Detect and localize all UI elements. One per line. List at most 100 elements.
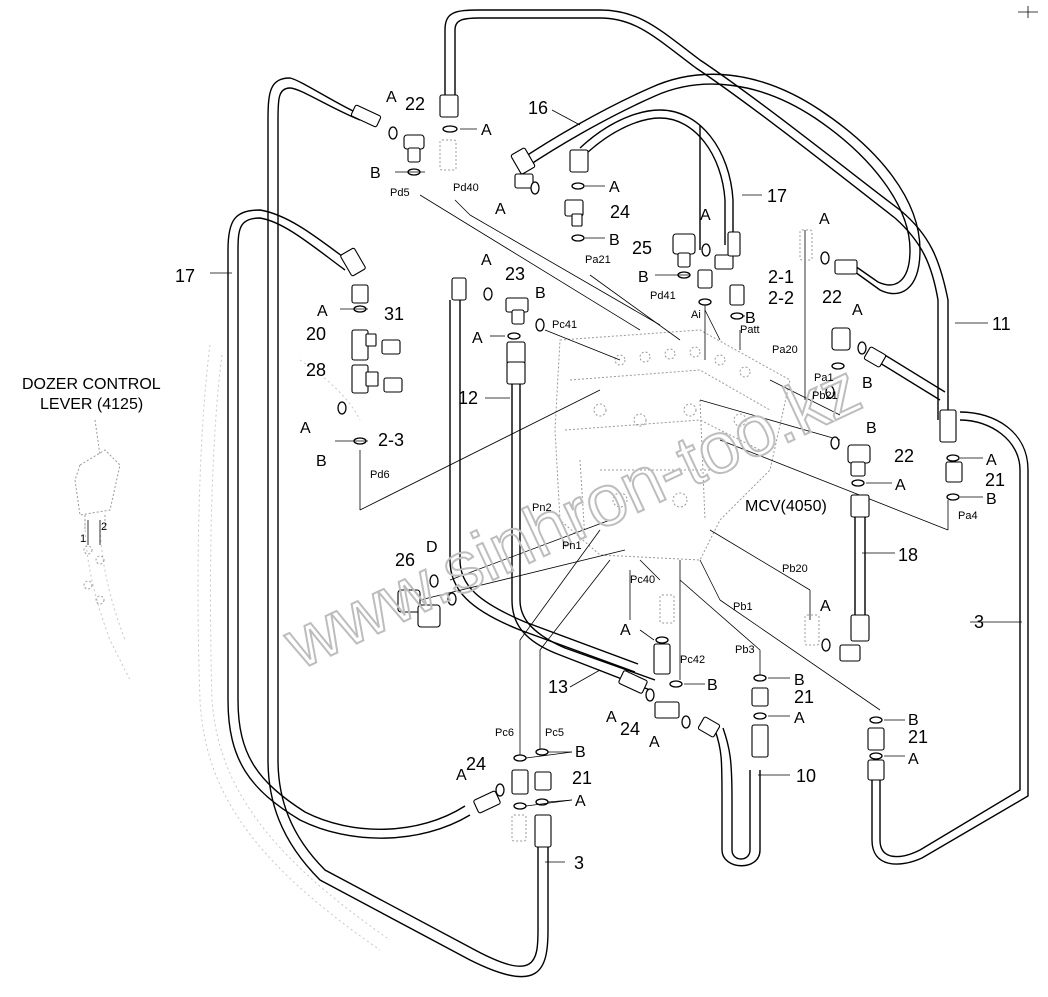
port-labels: Pd5 Pd40 Pa21 Pd41 Pc41 Ai Patt Pa20 Pa1… xyxy=(370,182,978,739)
letter-a-10: A xyxy=(852,302,863,319)
letter-a-9: A xyxy=(472,330,483,347)
part-11: 11 xyxy=(992,314,1011,334)
letter-b-5: B xyxy=(745,310,756,327)
part-18: 18 xyxy=(898,545,918,565)
part-21-mid: 21 xyxy=(794,687,814,707)
port-pb1: Pb1 xyxy=(733,601,753,613)
letter-b-1: B xyxy=(370,165,381,182)
letter-callouts: A A B A A B A A B A B A A A B B A B B A … xyxy=(300,89,997,810)
watermark: www.sinhron-too.kz xyxy=(272,348,872,685)
letter-d: D xyxy=(426,539,438,556)
letter-a-1: A xyxy=(386,89,397,106)
mcv-block xyxy=(554,329,791,561)
letter-b-9: B xyxy=(986,491,997,508)
part-10: 10 xyxy=(796,766,816,786)
letter-a-7: A xyxy=(481,252,492,269)
port-pb21: Pb21 xyxy=(812,390,838,402)
port-pd41: Pd41 xyxy=(650,290,676,302)
part-2-2: 2-2 xyxy=(768,288,794,308)
lever-port-1: 1 xyxy=(80,533,86,545)
part-12: 12 xyxy=(458,388,478,408)
part-28: 28 xyxy=(306,360,326,380)
letter-b-3: B xyxy=(638,269,649,286)
part-26: 26 xyxy=(395,550,415,570)
part-24-top: 24 xyxy=(610,202,630,222)
letter-b-6: B xyxy=(862,375,873,392)
letter-b-7: B xyxy=(316,453,327,470)
part-22-top: 22 xyxy=(405,94,425,114)
letter-a-3: A xyxy=(609,179,620,196)
part-numbers: 22 16 17 24 25 2-1 2-2 23 17 31 20 28 2-… xyxy=(175,94,1011,873)
background-hoses xyxy=(84,344,391,951)
hoses xyxy=(227,9,1029,978)
part-31: 31 xyxy=(384,304,404,324)
port-pb3: Pb3 xyxy=(735,644,755,656)
letter-b-8: B xyxy=(866,420,877,437)
part-17-right: 17 xyxy=(767,186,787,206)
part-24-mid: 24 xyxy=(620,719,640,739)
letter-a-16: A xyxy=(794,710,805,727)
letter-a-13: A xyxy=(986,452,997,469)
part-13: 13 xyxy=(548,677,568,697)
part-22-lower: 22 xyxy=(894,446,914,466)
dozer-lever-title-line1: DOZER CONTROL xyxy=(22,376,161,393)
letter-a-14: A xyxy=(820,598,831,615)
part-2-3: 2-3 xyxy=(378,430,404,450)
letter-a-18: A xyxy=(649,734,660,751)
letter-b-12: B xyxy=(908,712,919,729)
letter-a-11: A xyxy=(300,420,311,437)
port-pc42: Pc42 xyxy=(680,654,705,666)
letter-b-10: B xyxy=(707,677,718,694)
port-pc5: Pc5 xyxy=(545,727,564,739)
leader-lines xyxy=(210,109,1022,863)
port-pn2: Pn2 xyxy=(532,502,552,514)
part-25: 25 xyxy=(632,238,652,258)
letter-a-6: A xyxy=(819,211,830,228)
port-pa20: Pa20 xyxy=(772,344,798,356)
letter-a-15: A xyxy=(620,622,631,639)
port-pd40: Pd40 xyxy=(453,182,479,194)
dozer-control-lever xyxy=(74,419,121,605)
port-pc41: Pc41 xyxy=(552,319,577,331)
port-pd5: Pd5 xyxy=(390,187,410,199)
letter-a-20: A xyxy=(456,767,467,784)
part-16: 16 xyxy=(528,98,548,118)
mcv-label: MCV(4050) xyxy=(745,498,827,515)
letter-a-21: A xyxy=(575,793,586,810)
part-23: 23 xyxy=(505,264,525,284)
lever-port-2: 2 xyxy=(101,521,107,533)
letter-a-5: A xyxy=(700,207,711,224)
letter-a-17: A xyxy=(606,709,617,726)
part-21-lower: 21 xyxy=(908,727,928,747)
port-pd6: Pd6 xyxy=(370,469,390,481)
letter-a-2: A xyxy=(481,122,492,139)
part-2-1: 2-1 xyxy=(768,267,794,287)
letter-a-8: A xyxy=(317,303,328,320)
part-24-bottom: 24 xyxy=(466,754,486,774)
letter-b-4: B xyxy=(535,285,546,302)
part-21-right: 21 xyxy=(985,470,1005,490)
letter-b-13: B xyxy=(575,744,586,761)
port-pb20: Pb20 xyxy=(782,563,808,575)
fittings xyxy=(340,94,963,848)
letter-b-2: B xyxy=(609,232,620,249)
port-patt: Patt xyxy=(740,324,760,336)
port-pa4: Pa4 xyxy=(958,510,978,522)
part-22-right: 22 xyxy=(822,287,842,307)
port-ai: Ai xyxy=(691,309,701,321)
corner-mark xyxy=(1018,6,1038,18)
part-17-left: 17 xyxy=(175,266,195,286)
letter-b-11: B xyxy=(794,672,805,689)
part-20: 20 xyxy=(306,324,326,344)
port-pc6: Pc6 xyxy=(495,727,514,739)
part-3-right: 3 xyxy=(974,612,984,632)
letter-a-4: A xyxy=(495,201,506,218)
letter-a-19: A xyxy=(908,751,919,768)
o-rings xyxy=(337,125,960,810)
port-pc40: Pc40 xyxy=(630,574,655,586)
dozer-lever-title-line2: LEVER (4125) xyxy=(40,396,143,413)
port-pa21: Pa21 xyxy=(585,254,611,266)
letter-a-12: A xyxy=(895,477,906,494)
part-3-bottom: 3 xyxy=(574,853,584,873)
